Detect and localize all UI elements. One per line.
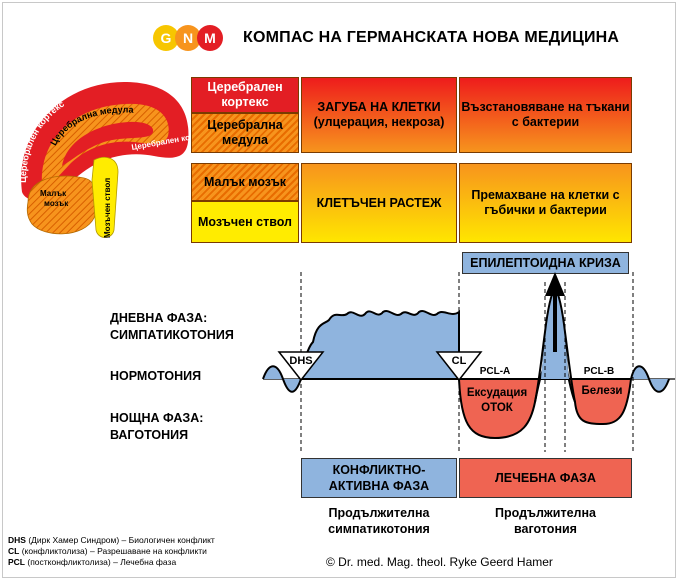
legend-dhs: DHS (Дирк Хамер Синдром) – Биологичен ко… [8,535,215,546]
page-title: КОМПАС НА ГЕРМАНСКАТА НОВА МЕДИЦИНА [243,29,620,46]
legend-dhs-abbr: DHS [8,535,26,545]
brain-label-cerebellum-1: Малък [40,189,67,198]
scars-label: Белези [582,385,623,397]
cl-label: CL [452,355,467,367]
pcl-a-label: PCL-A [480,366,511,377]
night-phase-line1: НОЩНА ФАЗА: [110,411,204,425]
copyright-notice: © Dr. med. Mag. theol. Ryke Geerd Hamer [326,555,553,569]
legend-dhs-text: (Дирк Хамер Синдром) – Биологичен конфли… [28,535,215,545]
day-phase-line1: ДНЕВНА ФАЗА: [110,311,208,325]
edema-label: ОТОК [481,402,514,414]
brain-label-brainstem: Мозъчен ствол [103,178,112,238]
prolonged-sym-line1: Продължителна [328,506,430,520]
cell-cell-removal: Премахване на клетки с гъбички и бактери… [459,163,632,243]
cerebellum-region [26,175,98,235]
legend-cl-abbr: CL [8,546,20,556]
prolonged-vag-line1: Продължителна [495,506,596,520]
night-phase-line2: ВАГОТОНИЯ [110,428,189,442]
brain-illustration: Церебрален кортекс Церебрална медула Цер… [18,82,194,238]
legend-pcl-abbr: PCL [8,557,25,567]
wave-right [630,365,670,393]
conflict-active-line2: АКТИВНА ФАЗА [328,479,430,493]
cell-cerebellum: Малък мозък [191,163,299,201]
legend-pcl: PCL (постконфликтолиза) – Лечебна фаза [8,557,215,568]
abbreviation-legend: DHS (Дирк Хамер Синдром) – Биологичен ко… [8,535,215,568]
healing-phase-box: ЛЕЧЕБНА ФАЗА [459,458,632,498]
cell-brainstem: Мозъчен ствол [191,201,299,243]
night-phase-label: НОЩНА ФАЗА: ВАГОТОНИЯ [110,410,203,444]
conflict-active-line1: КОНФЛИКТНО- [332,463,426,477]
cell-cell-loss: ЗАГУБА НА КЛЕТКИ (улцерация, некроза) [301,77,457,153]
conflict-active-phase-box: КОНФЛИКТНО- АКТИВНА ФАЗА [301,458,457,498]
cell-tissue-restoration: Възстановяване на тъкани с бактерии [459,77,632,153]
epileptoid-crisis-box: ЕПИЛЕПТОИДНА КРИЗА [462,252,629,274]
prolonged-sym-line2: симпатикотония [328,522,430,536]
brainstem-region [91,156,119,238]
wave-left [262,365,302,393]
cell-cell-growth: КЛЕТЪЧЕН РАСТЕЖ [301,163,457,243]
inner-cortex-region [62,121,154,166]
pcl-b-label: PCL-B [584,366,615,377]
brain-label-cerebellum-2: мозък [44,199,69,208]
exudation-label: Ексудация [467,387,527,399]
prolonged-vagotonia: Продължителна ваготония [459,505,632,537]
gnm-logo: G N M [153,25,223,51]
day-phase-label: ДНЕВНА ФАЗА: СИМПАТИКОТОНИЯ [110,310,234,344]
dhs-marker [277,351,325,382]
logo-letter-n: N [175,25,201,51]
prolonged-vag-line2: ваготония [514,522,577,536]
sympathicotonia-area [299,310,460,380]
legend-pcl-text: (постконфликтолиза) – Лечебна фаза [27,557,177,567]
phase-diagram: DHS CL PCL-A PCL-B Ексудация ОТОК Белези [262,272,675,452]
logo-letter-m: M [197,25,223,51]
crisis-arrow-head [545,272,565,296]
cell-cortex: Церебрален кортекс [191,77,299,113]
legend-cl-text: (конфликтолиза) – Разрешаване на конфлик… [21,546,207,556]
day-phase-line2: СИМПАТИКОТОНИЯ [110,328,234,342]
dhs-label: DHS [289,355,312,367]
logo-letter-g: G [153,25,179,51]
prolonged-sympathicotonia: Продължителна симпатикотония [301,505,457,537]
legend-cl: CL (конфликтолиза) – Разрешаване на конф… [8,546,215,557]
cl-marker [435,351,483,382]
normotonia-label: НОРМОТОНИЯ [110,369,202,383]
cell-medulla: Церебрална медула [191,113,299,153]
